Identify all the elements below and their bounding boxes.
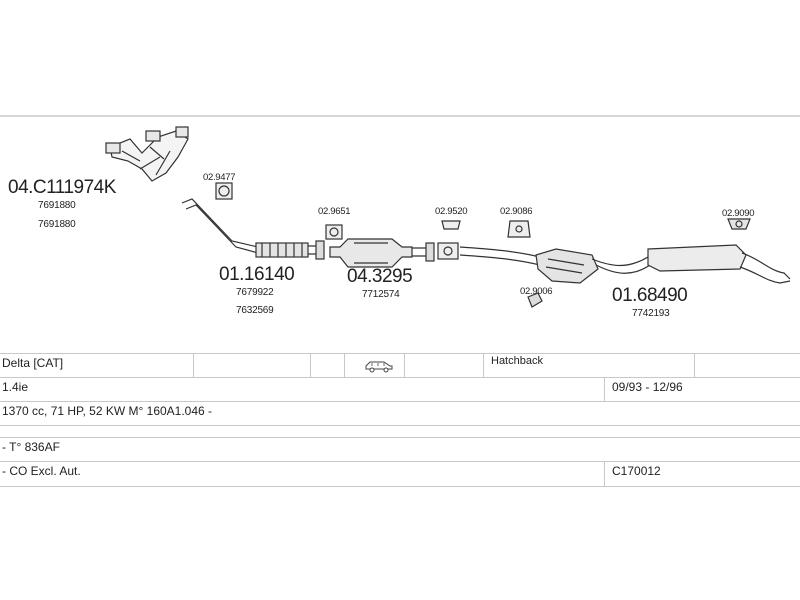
gasket-code: 02.9651	[318, 206, 351, 217]
catalytic-converter-part	[329, 238, 435, 268]
exhaust-manifold-part	[105, 126, 189, 182]
clamp-part	[437, 242, 459, 260]
vehicle-row-type: - T° 836AF	[0, 437, 800, 462]
manifold-ref-2: 7691880	[38, 219, 76, 230]
hanger-part	[727, 218, 751, 230]
vehicle-specs: 1370 cc, 71 HP, 52 KW M° 160A1.046 -	[2, 404, 213, 418]
vehicle-row-notes: - CO Excl. Aut. C170012	[0, 461, 800, 487]
rear-silencer-ref: 7742193	[632, 308, 670, 319]
ring-part	[441, 220, 461, 230]
vehicle-dates: 09/93 - 12/96	[612, 380, 683, 394]
vehicle-row-blank	[0, 425, 800, 438]
hanger-code-a: 02.9086	[500, 206, 533, 217]
vehicle-row-engine: 1.4ie 09/93 - 12/96	[0, 377, 800, 402]
vehicle-row-model: Delta [CAT] Hatchback	[0, 353, 800, 378]
clamp-part	[215, 182, 233, 200]
gasket-part	[325, 224, 343, 240]
manifold-ref-1: 7691880	[38, 200, 76, 211]
catalyst-code: 04.3295	[347, 266, 413, 287]
vehicle-body: Hatchback	[491, 355, 543, 367]
front-pipe-code: 01.16140	[219, 264, 295, 285]
exhaust-diagram	[105, 126, 791, 308]
vehicle-type: - T° 836AF	[2, 440, 60, 454]
rear-silencer-part	[459, 244, 791, 284]
vehicle-code: C170012	[612, 464, 661, 478]
front-pipe-ref-1: 7679922	[236, 287, 274, 298]
hanger-part	[527, 292, 543, 308]
vehicle-row-specs: 1370 cc, 71 HP, 52 KW M° 160A1.046 -	[0, 401, 800, 426]
vehicle-engine: 1.4ie	[2, 380, 29, 394]
hanger-part	[507, 220, 531, 238]
ring-code: 02.9520	[435, 206, 468, 217]
car-icon	[364, 359, 394, 376]
front-pipe-ref-2: 7632569	[236, 305, 274, 316]
vehicle-model: Delta [CAT]	[2, 356, 64, 370]
rear-silencer-code: 01.68490	[612, 285, 688, 306]
vehicle-notes: - CO Excl. Aut.	[2, 464, 81, 478]
hanger-code-b: 02.9006	[520, 286, 553, 297]
clamp-code: 02.9477	[203, 172, 236, 183]
catalog-panel	[0, 115, 800, 492]
catalyst-ref: 7712574	[362, 289, 400, 300]
hanger-code-c: 02.9090	[722, 208, 755, 219]
front-pipe-part	[181, 198, 325, 260]
manifold-code: 04.C111974K	[8, 177, 116, 198]
